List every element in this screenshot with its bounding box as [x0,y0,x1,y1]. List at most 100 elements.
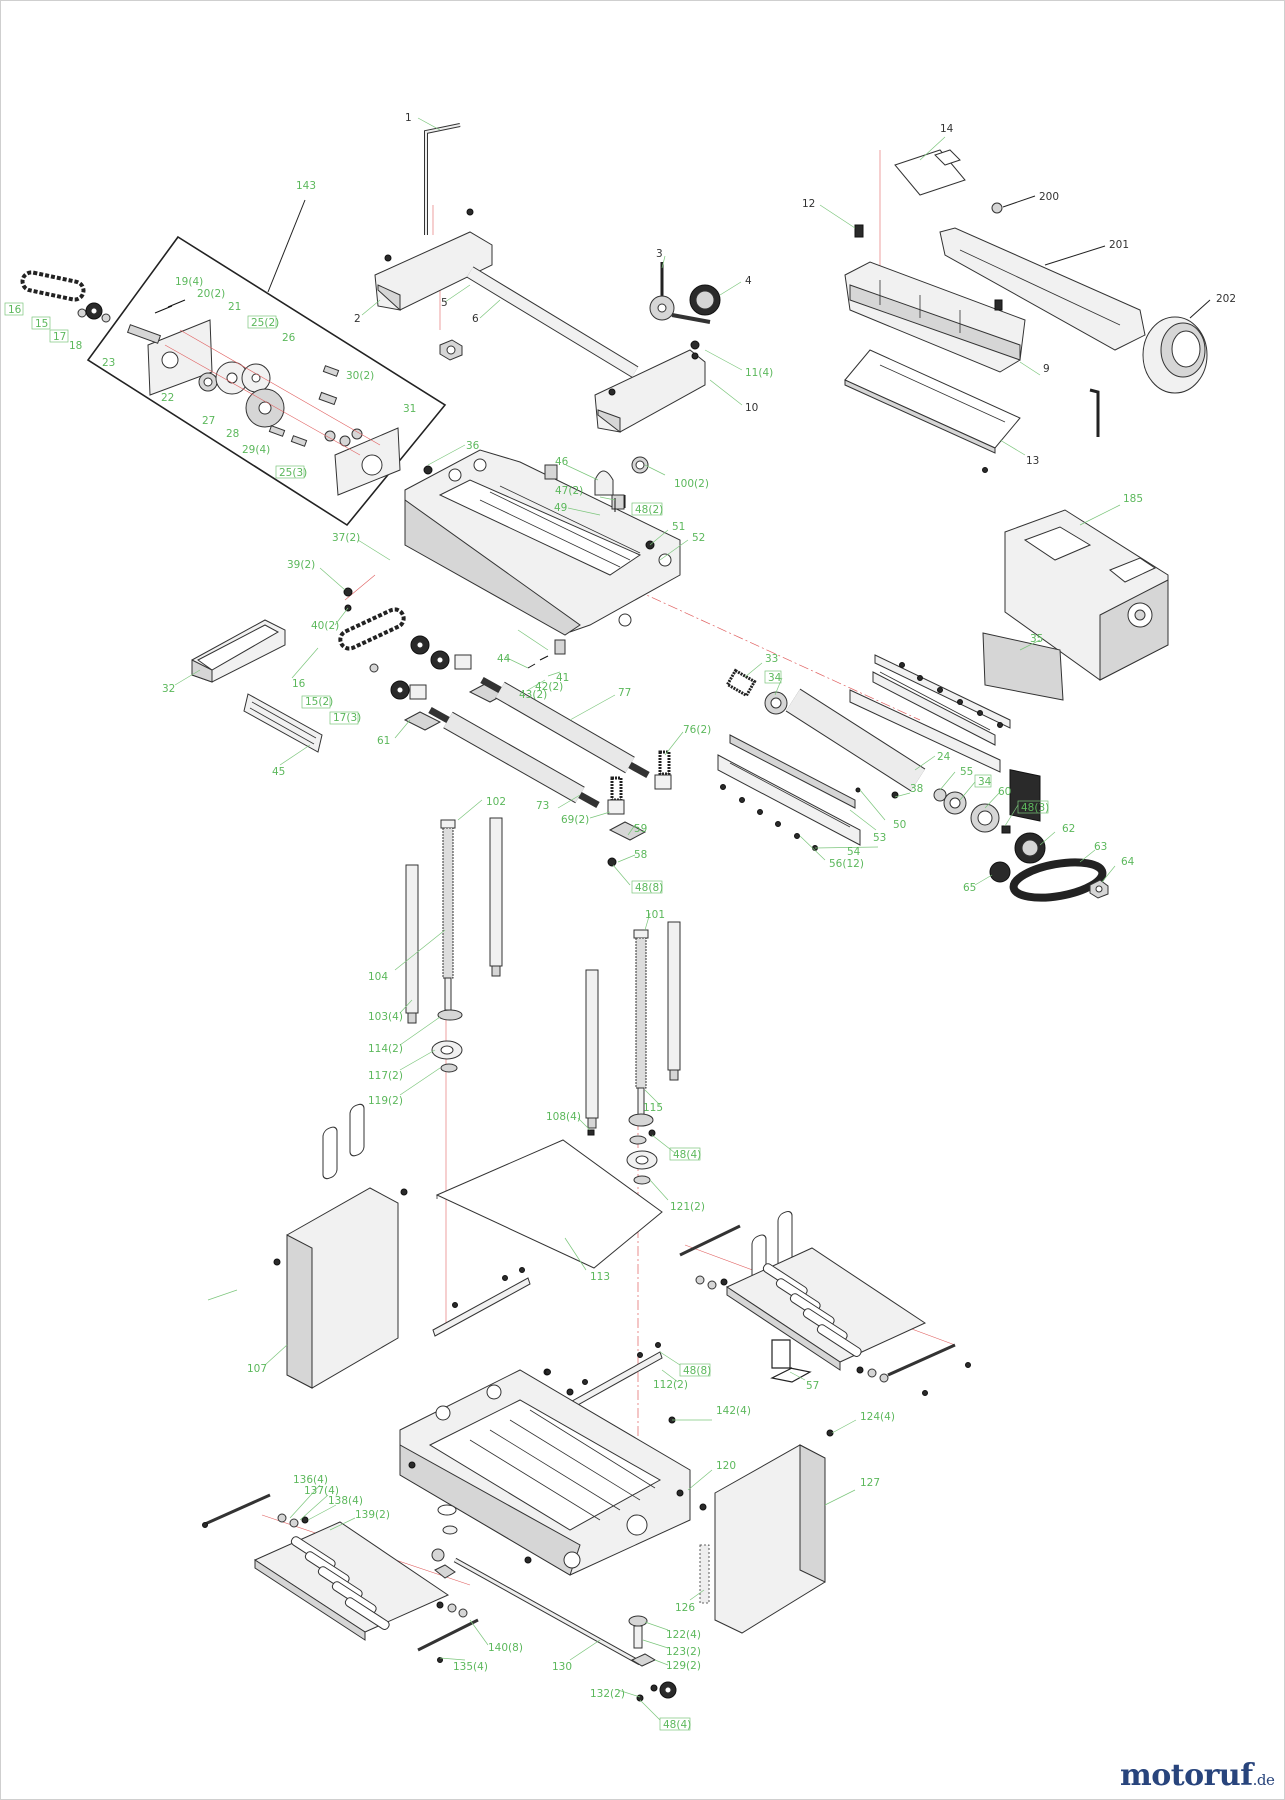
watermark-brand: motoruf [1120,1758,1253,1793]
label-76-2: 76(2) [683,724,711,736]
label-130: 130 [552,1661,572,1673]
label-17-top: 17 [53,331,66,343]
label-57: 57 [806,1380,819,1392]
label-1: 1 [405,112,412,124]
label-25-2: 25(2) [251,317,279,329]
label-48-8-upper: 48(8) [635,882,663,894]
label-54: 54 [847,846,861,858]
main-base-casting [343,449,681,669]
label-30-2: 30(2) [346,370,374,382]
label-113: 113 [590,1271,610,1283]
leader-lines [174,117,1211,1721]
label-49: 49 [554,502,567,514]
label-19-4: 19(4) [175,276,203,288]
side-cover-right [699,1211,834,1634]
label-100-2: 100(2) [674,478,709,490]
label-9: 9 [1043,363,1050,375]
label-34-upper: 34 [768,672,782,684]
label-73: 73 [536,800,549,812]
label-201: 201 [1109,239,1129,251]
label-102: 102 [486,796,506,808]
label-16-lower: 16 [292,678,306,690]
label-122-4: 122(4) [666,1629,701,1641]
label-31: 31 [403,403,416,415]
label-41: 41 [556,672,569,684]
label-138-4: 138(4) [328,1495,363,1507]
label-140-8: 140(8) [488,1642,523,1654]
label-58: 58 [634,849,647,861]
label-119-2: 119(2) [368,1095,403,1107]
label-11-4: 11(4) [745,367,773,379]
label-56-12: 56(12) [829,858,864,870]
label-126: 126 [675,1602,695,1614]
label-34-lower: 34 [978,776,992,788]
label-117-2: 117(2) [368,1070,403,1082]
label-24: 24 [937,751,951,763]
label-48-8-lower: 48(8) [683,1365,711,1377]
label-45: 45 [272,766,285,778]
watermark-tld: .de [1252,1771,1275,1789]
dust-hood-assembly [844,149,1208,473]
tool-tray [191,619,286,683]
chain-sprocket-set-top [20,270,111,323]
label-21: 21 [228,301,241,313]
label-35: 35 [1030,633,1043,645]
label-23: 23 [102,357,115,369]
label-27: 27 [202,415,215,427]
label-114-2: 114(2) [368,1043,403,1055]
label-25-3: 25(3) [279,467,307,479]
label-143: 143 [296,180,316,192]
brand-badge-plate [243,693,323,753]
label-120: 120 [716,1460,736,1472]
label-185: 185 [1123,493,1143,505]
label-48-4-bottom: 48(4) [663,1719,691,1731]
label-136-4: 136(4) [293,1474,328,1486]
label-115: 115 [643,1102,663,1114]
label-124-4: 124(4) [860,1411,895,1423]
label-46: 46 [555,456,569,468]
extension-table-left [202,1493,479,1663]
base-plate [435,1139,663,1269]
label-139-2: 139(2) [355,1509,390,1521]
label-32: 32 [162,683,175,695]
label-107: 107 [247,1363,267,1375]
label-77: 77 [618,687,631,699]
label-137-4: 137(4) [304,1485,339,1497]
label-18: 18 [69,340,82,352]
feed-roller-set [428,676,672,867]
label-200: 200 [1039,191,1059,203]
label-127: 127 [860,1477,880,1489]
label-3: 3 [656,248,663,260]
label-40-2: 40(2) [311,620,339,632]
column-leadscrew-set [405,817,681,1185]
label-43-2: 43(2) [519,689,547,701]
extension-table-right [679,1224,971,1396]
label-101: 101 [645,909,665,921]
label-12: 12 [802,198,815,210]
label-22: 22 [161,392,174,404]
label-boxes [4,302,1049,1731]
label-15-top: 15 [35,318,48,330]
label-29-4: 29(4) [242,444,270,456]
label-33: 33 [765,653,778,665]
label-135-4: 135(4) [453,1661,488,1673]
label-47-2: 47(2) [555,485,583,497]
label-123-2: 123(2) [666,1646,701,1658]
label-16-top: 16 [8,304,22,316]
label-60: 60 [998,786,1011,798]
label-132-2: 132(2) [590,1688,625,1700]
lower-base-casting [399,1369,691,1702]
label-4: 4 [745,275,752,287]
label-69-2: 69(2) [561,814,589,826]
label-42-2: 42(2) [535,681,563,693]
label-13: 13 [1026,455,1039,467]
label-63: 63 [1094,841,1107,853]
label-55: 55 [960,766,973,778]
label-202: 202 [1216,293,1236,305]
label-38: 38 [910,783,923,795]
pulley-belt-set [989,832,1109,902]
part-labels: 1 2 3 4 5 6 9 10 12 13 14 200 201 202 14… [8,112,1236,1731]
label-5: 5 [441,297,448,309]
label-62: 62 [1062,823,1075,835]
